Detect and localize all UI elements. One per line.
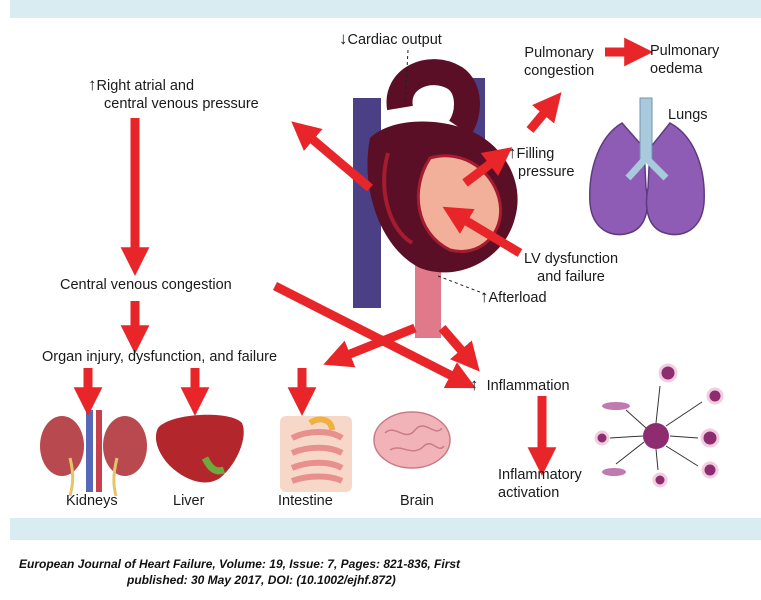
arrow-lv-to-heart [442, 206, 523, 257]
intestine-illustration [280, 416, 352, 492]
cardiac-output-label: ↓Cardiac output [339, 29, 442, 49]
leader-lines [404, 49, 486, 295]
afterload-label: ↑Afterload [480, 287, 547, 307]
brain-illustration [373, 411, 451, 469]
intestine-label: Intestine [278, 493, 333, 509]
brain-label: Brain [400, 493, 434, 509]
flow-arrows [73, 37, 653, 476]
central-venous-congestion-label: Central venous congestion [60, 277, 232, 293]
arrow-heart-to-inflammation-small [438, 325, 480, 372]
kidneys-label: Kidneys [66, 493, 118, 509]
inflammation-label: ↑ Inflammation [470, 375, 570, 395]
inflammatory-cells-illustration [594, 363, 724, 488]
top-band [10, 0, 761, 18]
lungs-illustration [589, 97, 705, 236]
kidneys-illustration [40, 410, 147, 497]
arrow-heart-to-rap [291, 121, 373, 192]
citation-line1: European Journal of Heart Failure, Volum… [19, 557, 461, 571]
heart-illustration [353, 59, 518, 338]
right-atrial-pressure-label: ↑Right atrial and central venous pressur… [88, 75, 259, 113]
arrow-filling-to-pulmonary [526, 92, 562, 133]
citation-line2: published: 30 May 2017, DOI: (10.1002/ej… [127, 573, 396, 587]
organ-injury-label: Organ injury, dysfunction, and failure [42, 349, 278, 365]
diagram-svg [40, 37, 724, 497]
liver-illustration [155, 414, 244, 483]
citation: European Journal of Heart Failure, Volum… [19, 556, 549, 588]
filling-pressure-label: ↑Filling pressure [508, 143, 575, 181]
arrow-cvc-to-inflammation [272, 281, 477, 389]
liver-label: Liver [173, 493, 205, 509]
arrow-heart-to-organ [323, 323, 417, 368]
bottom-band [10, 518, 761, 540]
arrow-heart-to-filling [462, 147, 513, 187]
diagram-canvas: ↓Cardiac output ↑Right atrial and centra… [10, 18, 761, 518]
lungs-label: Lungs [668, 107, 708, 123]
